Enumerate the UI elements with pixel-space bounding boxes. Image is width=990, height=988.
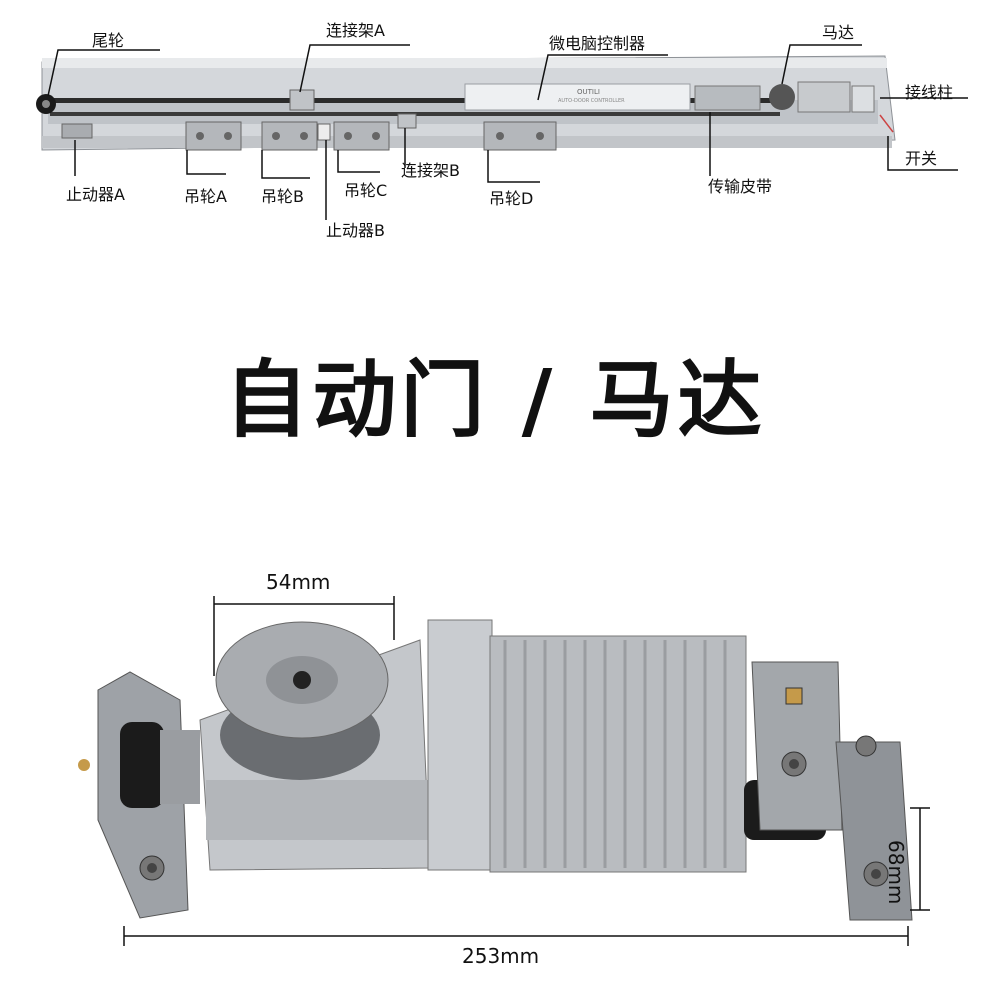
label-stopper-a: 止动器A [66,185,125,204]
bracket-a-shape [289,89,315,111]
track-bottom-lip [42,136,892,148]
label-controller: 微电脑控制器 [549,34,646,53]
dim-height: 68mm [884,840,908,905]
controller-brand: OUTILI [577,88,600,96]
label-pulley-b: 吊轮B [261,187,304,206]
controller-sub: AUTO-DOOR CONTROLLER [558,98,625,104]
label-belt: 传输皮带 [708,177,773,196]
label-tail-wheel: 尾轮 [92,31,125,50]
label-switch: 开关 [905,149,938,168]
motor-flange [427,619,493,871]
motor-gearbox [694,85,761,111]
stopper-a-shape [61,123,93,139]
motor-pulley [769,84,795,110]
right-base-plate [835,741,913,921]
terminal-block [851,85,875,113]
stopper-b-shape [317,123,331,141]
door-track-diagram [36,44,968,220]
label-pulley-d: 吊轮D [489,189,534,208]
bracket-b-shape [397,113,417,129]
left-coupling [120,722,164,808]
dim-pulley-width: 54mm [266,570,331,594]
motor-body [489,635,747,873]
track-top-face [42,58,887,68]
dim-length: 253mm [462,944,540,968]
label-bracket-a: 连接架A [326,21,385,40]
label-pulley-a: 吊轮A [184,187,227,206]
page-title: 自动门 / 马达 [224,351,766,449]
right-bracket [751,661,843,831]
belt-upper [50,98,780,103]
label-terminal: 接线柱 [905,83,954,102]
label-motor: 马达 [822,23,855,42]
controller-box [464,83,691,111]
motor-body [797,81,851,113]
label-pulley-c: 吊轮C [344,181,388,200]
label-bracket-b: 连接架B [401,161,460,180]
label-stopper-b: 止动器B [326,221,385,240]
